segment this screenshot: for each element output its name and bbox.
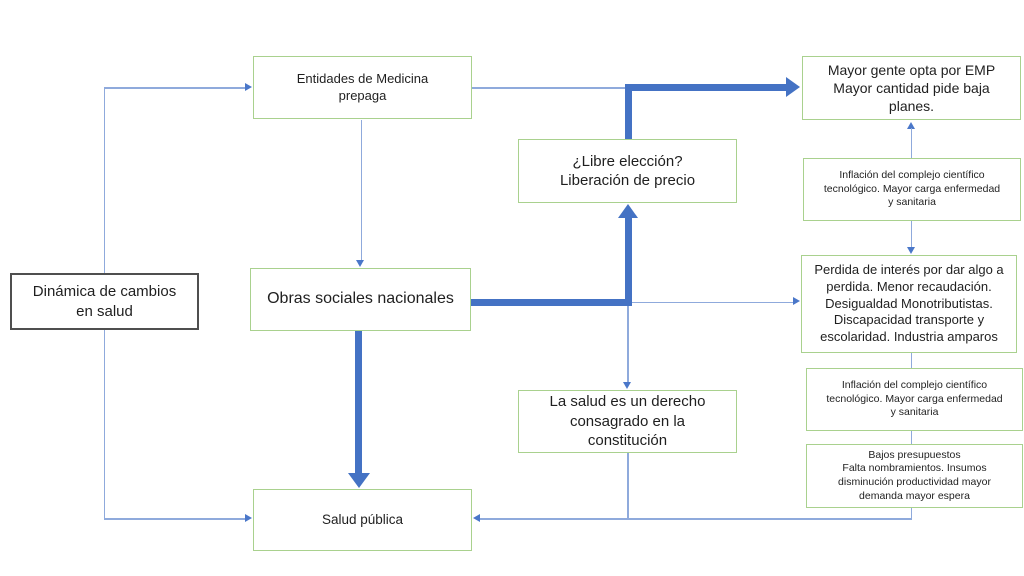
node-salud-derecho-label: La salud es un derecho consagrado en la … bbox=[549, 393, 706, 450]
edge-dinamica-entidades-hline bbox=[103, 87, 246, 89]
edge-obras-perdida-hline bbox=[631, 301, 794, 303]
node-perdida-label: Perdida de interés por dar algo a perdid… bbox=[814, 261, 1004, 345]
edge-bajos-salud-publica-vline bbox=[910, 508, 912, 520]
edge-perdida-inflacion2-vline bbox=[910, 353, 912, 368]
node-dinamica-label: Dinámica de cambios en salud bbox=[32, 283, 177, 320]
node-obras-label: Obras sociales nacionales bbox=[267, 290, 454, 308]
edge-inflacion2-bajos-vline bbox=[910, 431, 912, 444]
edge-inflacion1-perdida-arrowhead bbox=[906, 247, 915, 254]
edge-libre-eleccion-mayor-gente-vline bbox=[624, 84, 632, 139]
node-mayor-gente: Mayor gente opta por EMP Mayor cantidad … bbox=[802, 56, 1021, 120]
edge-dinamica-entidades-arrowhead bbox=[245, 83, 252, 91]
edge-obras-perdida-arrowhead bbox=[793, 297, 800, 305]
edge-inflacion1-mayor-gente-arrowhead bbox=[906, 122, 915, 129]
node-mayor-gente-label: Mayor gente opta por EMP Mayor cantidad … bbox=[827, 61, 996, 115]
edge-obras-salud-derecho-vline bbox=[627, 306, 629, 383]
node-libre-eleccion: ¿Libre elección? Liberación de precio bbox=[518, 139, 737, 203]
edge-dinamica-salud-publica-arrowhead bbox=[245, 514, 252, 522]
edge-obras-salud-publica-arrowhead bbox=[347, 473, 370, 488]
edge-dinamica-salud-publica-vline bbox=[103, 330, 105, 519]
node-salud-publica-label: Salud pública bbox=[321, 512, 404, 528]
edge-inflacion1-perdida-vline bbox=[910, 221, 912, 248]
edge-obras-libre-eleccion-vline bbox=[624, 217, 632, 306]
edge-salud-derecho-salud-publica-vline bbox=[627, 453, 629, 519]
edge-obras-salud-publica-vline bbox=[354, 331, 362, 474]
edge-libre-eleccion-mayor-gente-arrowhead bbox=[786, 77, 800, 97]
node-entidades-label: Entidades de Medicina prepaga bbox=[296, 70, 429, 103]
node-entidades: Entidades de Medicina prepaga bbox=[253, 56, 472, 119]
node-dinamica: Dinámica de cambios en salud bbox=[10, 273, 199, 330]
edge-obras-salud-derecho-arrowhead bbox=[623, 382, 631, 389]
node-inflacion-2-label: Inflación del complejo científico tecnol… bbox=[826, 379, 1003, 419]
edge-entidades-obras-arrowhead bbox=[356, 260, 364, 267]
edge-obras-libre-eleccion-arrowhead bbox=[617, 204, 638, 218]
node-inflacion-2: Inflación del complejo científico tecnol… bbox=[806, 368, 1023, 431]
edge-bajos-salud-publica-hline bbox=[479, 518, 912, 520]
edge-obras-junction-thick-hline bbox=[471, 299, 632, 306]
node-perdida: Perdida de interés por dar algo a perdid… bbox=[801, 255, 1017, 353]
edge-bajos-salud-publica-arrowhead bbox=[473, 514, 480, 522]
edge-dinamica-entidades-vline bbox=[103, 89, 105, 273]
node-inflacion-1-label: Inflación del complejo científico tecnol… bbox=[823, 169, 1001, 209]
node-bajos-label: Bajos presupuestos Falta nombramientos. … bbox=[838, 448, 991, 502]
node-salud-derecho: La salud es un derecho consagrado en la … bbox=[518, 390, 737, 453]
node-libre-eleccion-label: ¿Libre elección? Liberación de precio bbox=[559, 152, 696, 190]
node-bajos: Bajos presupuestos Falta nombramientos. … bbox=[806, 444, 1023, 508]
edge-libre-eleccion-mayor-gente-hline bbox=[624, 84, 787, 91]
node-obras: Obras sociales nacionales bbox=[250, 268, 471, 331]
node-inflacion-1: Inflación del complejo científico tecnol… bbox=[803, 158, 1021, 221]
edge-entidades-obras-vline bbox=[360, 120, 362, 260]
edge-dinamica-salud-publica-hline bbox=[103, 518, 245, 520]
node-salud-publica: Salud pública bbox=[253, 489, 472, 551]
edge-inflacion1-mayor-gente-vline bbox=[910, 128, 912, 158]
edge-entidades-junction-hline bbox=[472, 87, 627, 89]
